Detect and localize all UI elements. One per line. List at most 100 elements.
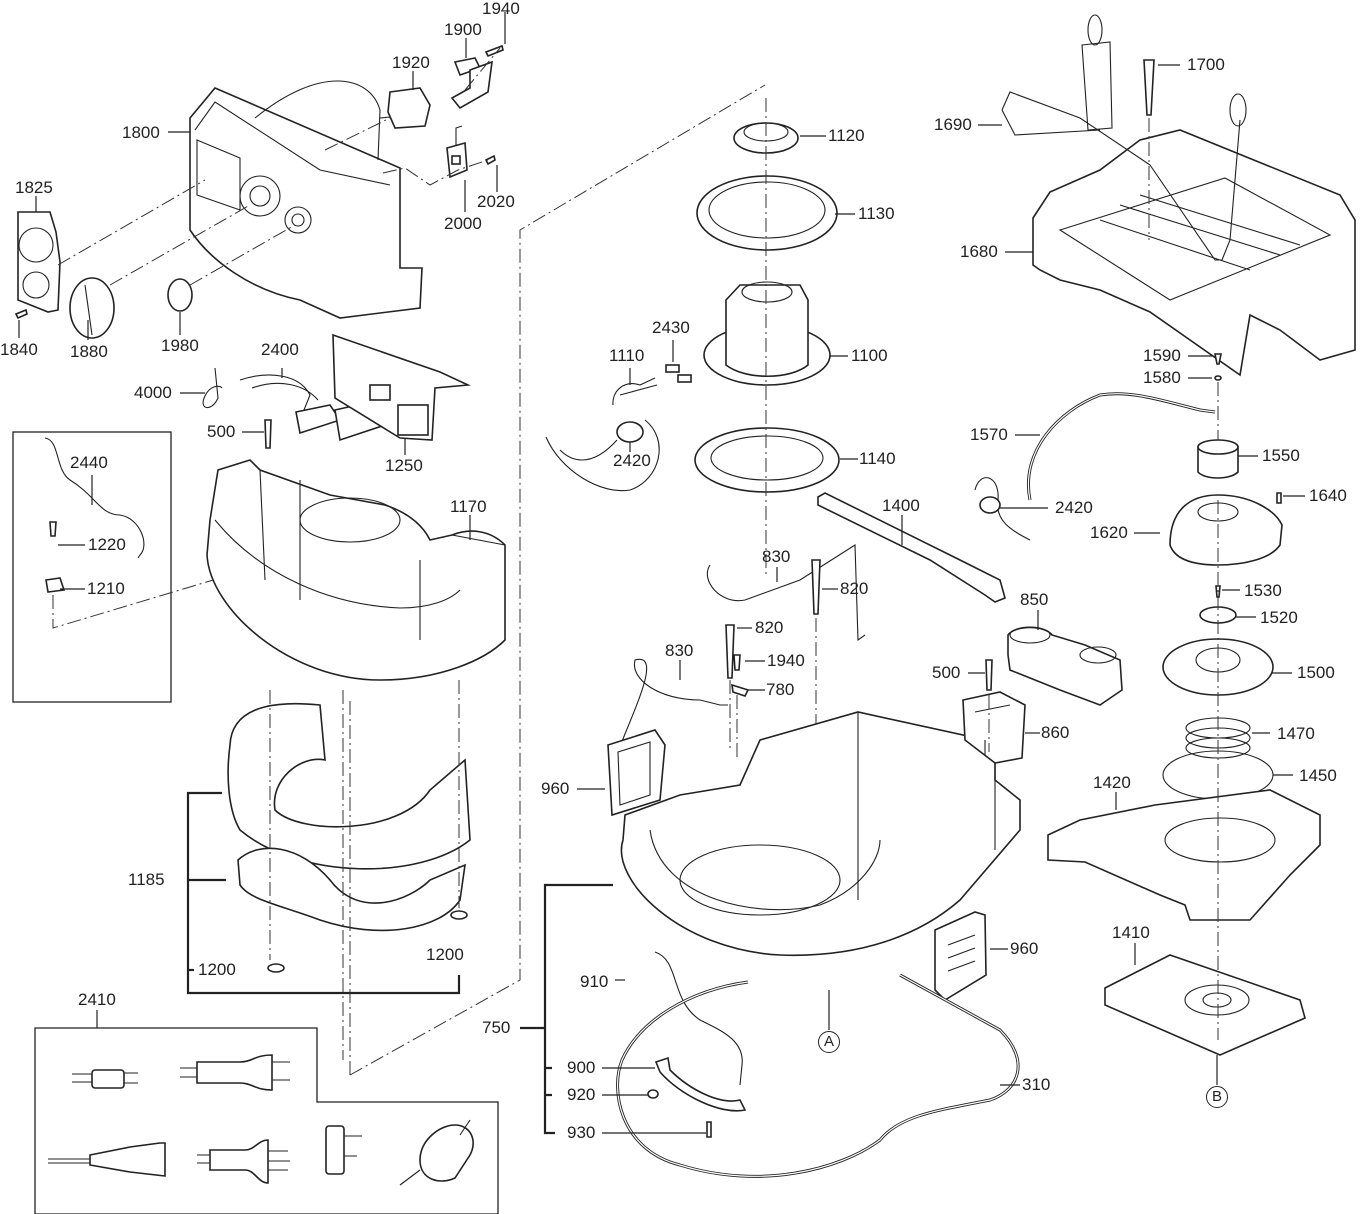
callout-1470: 1470 bbox=[1277, 724, 1315, 743]
callout-1825: 1825 bbox=[15, 178, 53, 197]
callout-1680: 1680 bbox=[960, 242, 998, 261]
callout-500-left: 500 bbox=[207, 422, 236, 441]
callout-780: 780 bbox=[766, 680, 795, 699]
screw-500-center bbox=[985, 659, 993, 691]
callout-1520: 1520 bbox=[1260, 608, 1298, 627]
holder-insert-860 bbox=[962, 691, 1026, 764]
callout-960-lower: 960 bbox=[1010, 939, 1039, 958]
filter-base-plate-1410 bbox=[1104, 954, 1306, 1056]
screw-1590 bbox=[1214, 353, 1222, 365]
plug-type-i-icon bbox=[197, 1139, 290, 1184]
washer-1200-right bbox=[450, 910, 468, 920]
switch-1920 bbox=[379, 87, 431, 129]
callout-1940-top: 1940 bbox=[482, 0, 520, 18]
screw-820-left bbox=[725, 624, 735, 679]
cable-clamp-780 bbox=[731, 683, 750, 697]
cable-channel-1400 bbox=[817, 492, 1006, 603]
callout-930: 930 bbox=[567, 1123, 596, 1142]
callout-1170: 1170 bbox=[450, 497, 487, 516]
bracket-900 bbox=[654, 1056, 747, 1112]
callout-1420: 1420 bbox=[1093, 773, 1131, 792]
handle-1690 bbox=[1001, 14, 1247, 261]
motor-housing-1170 bbox=[206, 459, 506, 681]
callout-1800: 1800 bbox=[122, 123, 160, 142]
bracket-750 bbox=[543, 883, 613, 1135]
callout-1530: 1530 bbox=[1244, 581, 1282, 600]
earth-wire-910 bbox=[654, 951, 743, 1086]
motor-ring-1130 bbox=[696, 175, 838, 251]
callout-1400: 1400 bbox=[882, 496, 920, 515]
callout-2400: 2400 bbox=[261, 340, 299, 359]
screw-2020 bbox=[484, 154, 496, 166]
callout-1640: 1640 bbox=[1309, 486, 1347, 505]
callout-310: 310 bbox=[1022, 1075, 1051, 1094]
latch-960-lower bbox=[934, 911, 987, 1002]
wire-830-lower bbox=[614, 658, 728, 766]
callout-1570: 1570 bbox=[970, 425, 1008, 444]
callout-1450: 1450 bbox=[1299, 766, 1337, 785]
socket-cover-1825 bbox=[17, 211, 61, 313]
cable-tie-4000 bbox=[202, 367, 223, 409]
washer-1580 bbox=[1214, 375, 1222, 381]
plug-type-g-icon bbox=[325, 1125, 362, 1175]
callout-1580: 1580 bbox=[1143, 368, 1181, 387]
plug-type-industrial-icon bbox=[48, 1142, 166, 1177]
washer-1200-left bbox=[267, 963, 285, 973]
callout-850: 850 bbox=[1020, 590, 1049, 609]
reference-marker-b: B bbox=[1206, 1086, 1228, 1108]
washer-920 bbox=[647, 1089, 659, 1099]
callout-1900: 1900 bbox=[444, 20, 482, 39]
callout-2440: 2440 bbox=[70, 453, 108, 472]
bumper-1185 bbox=[227, 702, 471, 932]
plug-type-a-icon bbox=[72, 1069, 138, 1089]
callout-830-upper: 830 bbox=[762, 547, 791, 566]
callout-750: 750 bbox=[482, 1018, 511, 1037]
brush-leads-1110 bbox=[612, 377, 658, 406]
inset-box-earth-parts bbox=[12, 431, 172, 703]
electronics-module-1250 bbox=[332, 333, 472, 441]
callout-830-lower: 830 bbox=[665, 641, 694, 660]
motor-1100 bbox=[703, 281, 831, 386]
callout-1980: 1980 bbox=[161, 336, 199, 355]
screw-820-right bbox=[811, 559, 821, 615]
callout-2410: 2410 bbox=[78, 990, 116, 1009]
control-panel-housing bbox=[189, 80, 423, 319]
callout-1110: 1110 bbox=[609, 346, 645, 365]
plug-type-f-icon bbox=[399, 1119, 474, 1186]
callout-900: 900 bbox=[567, 1058, 596, 1077]
callout-1880: 1880 bbox=[70, 342, 108, 361]
callout-2000: 2000 bbox=[444, 214, 482, 233]
filter-cage-1420 bbox=[1047, 789, 1321, 921]
callout-1940-center: 1940 bbox=[767, 651, 805, 670]
solenoid-1550 bbox=[1197, 439, 1239, 479]
screw-1640 bbox=[1276, 492, 1282, 504]
leader-lines bbox=[18, 12, 1305, 1134]
callout-920: 920 bbox=[567, 1085, 596, 1104]
filter-cleaning-housing-1620 bbox=[1169, 494, 1283, 566]
callout-1690: 1690 bbox=[934, 115, 972, 134]
ferrite-filter-2420-left bbox=[545, 419, 660, 492]
callout-2420-left: 2420 bbox=[613, 451, 651, 470]
callout-1920: 1920 bbox=[392, 53, 430, 72]
motor-gasket-1140 bbox=[694, 427, 840, 493]
callout-1185: 1185 bbox=[128, 870, 165, 889]
knob-cap-1980 bbox=[167, 278, 193, 312]
carbon-brush-a bbox=[665, 364, 680, 373]
screw-1940-top bbox=[484, 44, 504, 58]
callout-1100: 1100 bbox=[851, 346, 888, 365]
callout-1840: 1840 bbox=[0, 340, 38, 359]
callout-1410: 1410 bbox=[1112, 923, 1150, 942]
screw-930 bbox=[706, 1121, 712, 1138]
accessory-holder-850 bbox=[1007, 626, 1123, 706]
callout-1590: 1590 bbox=[1143, 346, 1181, 365]
callout-910: 910 bbox=[580, 972, 609, 991]
ferrite-filter-2420-right bbox=[974, 477, 1031, 541]
bracket-1185 bbox=[186, 791, 461, 995]
power-cord-variants-box bbox=[34, 1027, 499, 1214]
callout-960-upper: 960 bbox=[541, 779, 570, 798]
plug-type-c-icon bbox=[180, 1054, 290, 1091]
callout-860: 860 bbox=[1041, 723, 1070, 742]
callout-820-left: 820 bbox=[755, 618, 784, 637]
